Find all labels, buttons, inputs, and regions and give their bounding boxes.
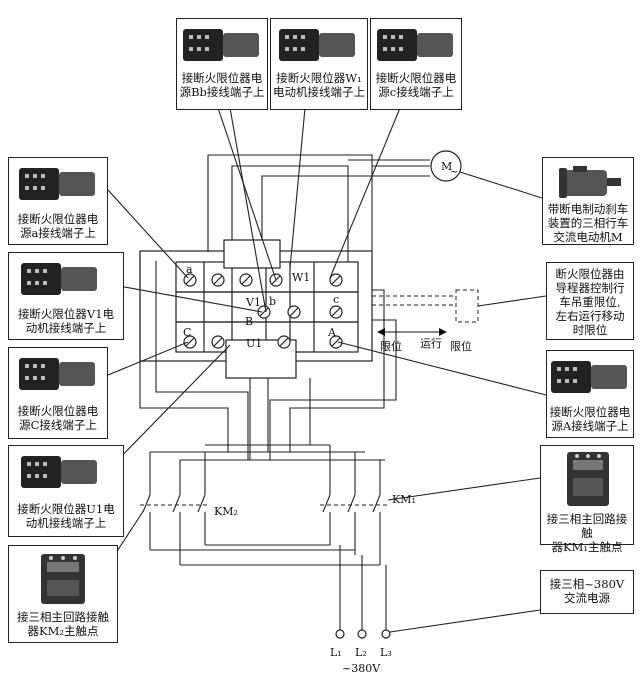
km2-label: KM₂	[214, 505, 238, 518]
limit-switch-image	[21, 456, 97, 488]
callout-right-limit: 断火限位器由 导程器控制行 车吊重限位, 左右运行移动 时限位	[546, 262, 634, 340]
limit-right-label: 限位	[450, 339, 472, 353]
callout-left-C-text: 接断火限位器电 源C接线端子上	[17, 404, 99, 432]
callout-left-u1: 接断火限位器U1电 动机接线端子上	[8, 445, 124, 537]
label-c: c	[333, 293, 339, 306]
screw-A	[329, 335, 343, 349]
label-V1: V1	[245, 296, 261, 309]
callout-right-power: 接三相~380V 交流电源	[540, 570, 634, 614]
limit-switch-image	[19, 358, 95, 390]
limit-switch-image	[183, 29, 259, 61]
leader-lines	[107, 107, 547, 633]
screw-mid	[287, 305, 301, 319]
callout-top-w1: 接断火限位器W₁ 电动机接线端子上	[270, 18, 368, 110]
voltage-label: ~380V	[342, 662, 381, 675]
callout-right-km1: 接三相主回路接触 器KM₁主触点	[540, 445, 634, 554]
L1-label: L₁	[330, 646, 342, 659]
screw-B	[257, 305, 271, 319]
callout-right-A: 接断火限位器电 源A接线端子上	[546, 350, 634, 438]
screw-t2	[211, 273, 225, 287]
callout-top-w1-text: 接断火限位器W₁ 电动机接线端子上	[273, 71, 365, 99]
callout-left-v1: 接断火限位器V1电 动机接线端子上	[8, 252, 124, 340]
limit-switch-image	[551, 361, 627, 393]
motor-ac-label: ~	[450, 167, 458, 178]
screw-C	[183, 335, 197, 349]
callout-right-limit-text: 断火限位器由 导程器控制行 车吊重限位, 左右运行移动 时限位	[555, 267, 625, 337]
callout-top-bb: 接断火限位器电 源Bb接线端子上	[176, 18, 268, 110]
limit-left-label: 限位	[380, 339, 402, 353]
run-label: 运行	[420, 337, 442, 350]
callout-top-c-text: 接断火限位器电 源c接线端子上	[375, 71, 457, 99]
label-C: C	[183, 326, 191, 339]
L3-label: L₃	[380, 646, 392, 659]
km1-label: KM₁	[392, 493, 416, 506]
label-W1: W1	[292, 271, 310, 284]
callout-right-motor-text: 带断电制动刹车 装置的三相行车 交流电动机M	[547, 202, 629, 244]
limit-switch-image	[377, 29, 453, 61]
terminal-screws	[183, 273, 343, 349]
screw-mid2	[329, 305, 343, 319]
callout-top-c: 接断火限位器电 源c接线端子上	[370, 18, 462, 110]
callout-right-km1-text: 接三相主回路接触 器KM₁主触点	[546, 512, 628, 554]
label-a: a	[186, 263, 193, 276]
label-b: b	[269, 295, 276, 308]
callout-left-u1-text: 接断火限位器U1电 动机接线端子上	[17, 502, 115, 530]
callout-left-km2: 接三相主回路接触 器KM₂主触点	[8, 545, 118, 643]
L2-label: L₂	[355, 646, 367, 659]
motor-image	[559, 166, 621, 198]
contactor-image	[41, 554, 85, 604]
motor-label: M	[441, 160, 452, 173]
main-wiring	[139, 154, 430, 630]
callout-left-km2-text: 接三相主回路接触 器KM₂主触点	[17, 610, 109, 638]
contactor-image	[567, 452, 609, 506]
label-B: B	[245, 315, 253, 328]
callout-right-A-text: 接断火限位器电 源A接线端子上	[549, 405, 631, 433]
screw-U1-r	[277, 335, 291, 349]
limit-switch-image	[279, 29, 355, 61]
limit-switch-image	[21, 263, 97, 295]
callout-top-bb-text: 接断火限位器电 源Bb接线端子上	[179, 71, 265, 99]
callout-left-a: 接断火限位器电 源a接线端子上	[8, 157, 108, 245]
screw-c	[329, 273, 343, 287]
callout-left-a-text: 接断火限位器电 源a接线端子上	[17, 212, 99, 240]
label-A: A	[327, 326, 337, 339]
limit-switch-image	[19, 168, 95, 200]
screw-t3	[239, 273, 253, 287]
power-terminals	[335, 629, 391, 639]
label-U1: U1	[246, 337, 262, 350]
callout-left-v1-text: 接断火限位器V1电 动机接线端子上	[17, 307, 115, 335]
callout-right-power-text: 接三相~380V 交流电源	[549, 577, 625, 605]
screw-U1-l	[211, 335, 225, 349]
callout-right-motor: 带断电制动刹车 装置的三相行车 交流电动机M	[542, 157, 634, 245]
motor-symbol	[430, 150, 462, 182]
callout-left-C: 接断火限位器电 源C接线端子上	[8, 347, 108, 439]
